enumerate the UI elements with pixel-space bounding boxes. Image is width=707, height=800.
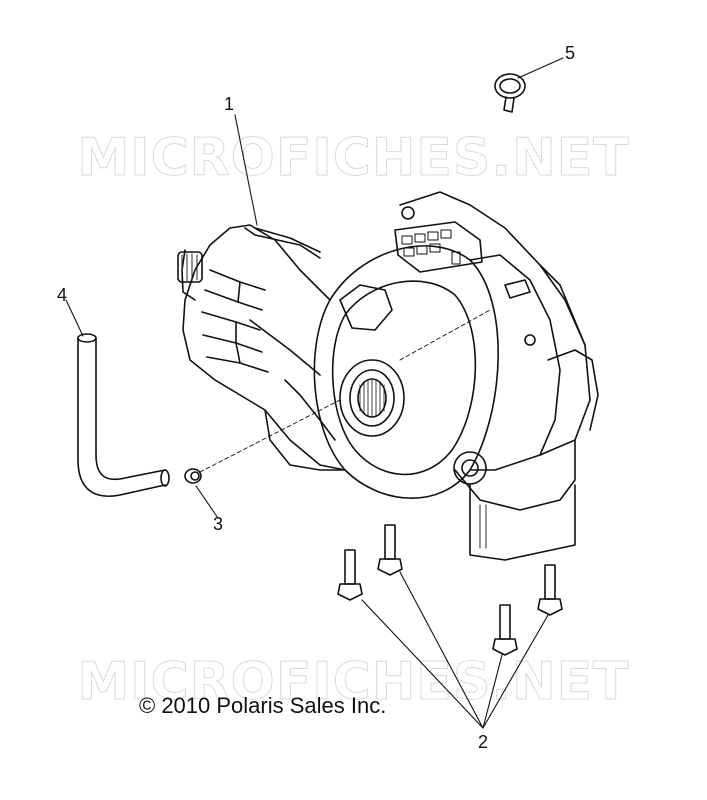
vent-hose (77, 333, 170, 497)
watermark-bottom: MICROFICHES.NET (77, 652, 630, 713)
callout-2: 2 (478, 732, 489, 752)
plug-leader-dashed (199, 399, 341, 473)
copyright-notice: © 2010 Polaris Sales Inc. (139, 693, 387, 718)
mounting-bolts (337, 524, 563, 656)
callout-3: 3 (213, 514, 224, 534)
leader-lines (65, 57, 564, 729)
callout-4: 4 (57, 285, 68, 305)
differential-housing (177, 191, 599, 561)
callout-5: 5 (565, 43, 576, 63)
plug (184, 468, 202, 484)
watermark-top: MICROFICHES.NET (77, 128, 630, 189)
axis-dashed (399, 309, 491, 361)
hose-clamp (494, 73, 526, 113)
callout-1: 1 (224, 94, 235, 114)
